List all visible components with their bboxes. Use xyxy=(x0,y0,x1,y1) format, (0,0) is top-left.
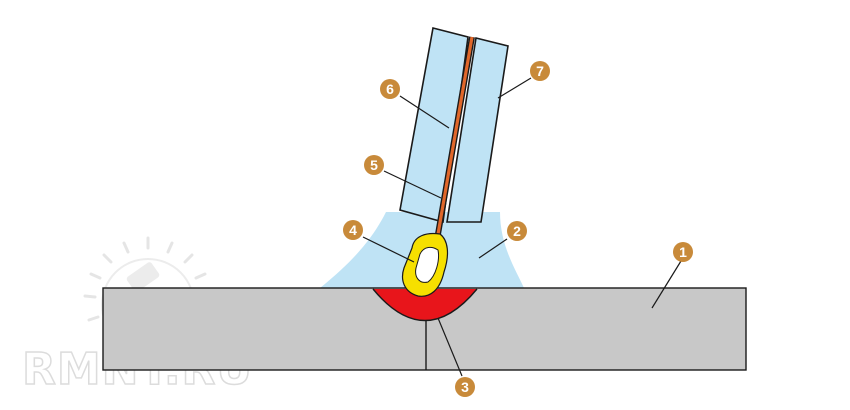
welding-arc xyxy=(401,232,449,297)
callout-number: 1 xyxy=(679,244,687,260)
callout-6: 6 xyxy=(380,79,400,99)
callout-circle xyxy=(343,220,363,240)
callout-2: 2 xyxy=(507,221,527,241)
callout-circle xyxy=(507,221,527,241)
callout-number: 2 xyxy=(513,223,521,239)
callout-7: 7 xyxy=(530,61,550,81)
callout-number: 6 xyxy=(386,81,394,97)
callout-circle xyxy=(673,242,693,262)
callout-number: 5 xyxy=(370,157,378,173)
callout-number: 7 xyxy=(536,63,544,79)
callout-3: 3 xyxy=(455,377,475,397)
callout-1: 1 xyxy=(673,242,693,262)
base-metal-plate xyxy=(102,287,747,371)
callout-circle xyxy=(530,61,550,81)
torch-nozzle xyxy=(399,27,509,224)
callout-5: 5 xyxy=(364,155,384,175)
callout-circle xyxy=(380,79,400,99)
callout-circle xyxy=(455,377,475,397)
callout-circle xyxy=(364,155,384,175)
callout-4: 4 xyxy=(343,220,363,240)
callout-number: 3 xyxy=(461,379,469,395)
callout-number: 4 xyxy=(349,222,357,238)
leader-lines xyxy=(362,77,682,377)
